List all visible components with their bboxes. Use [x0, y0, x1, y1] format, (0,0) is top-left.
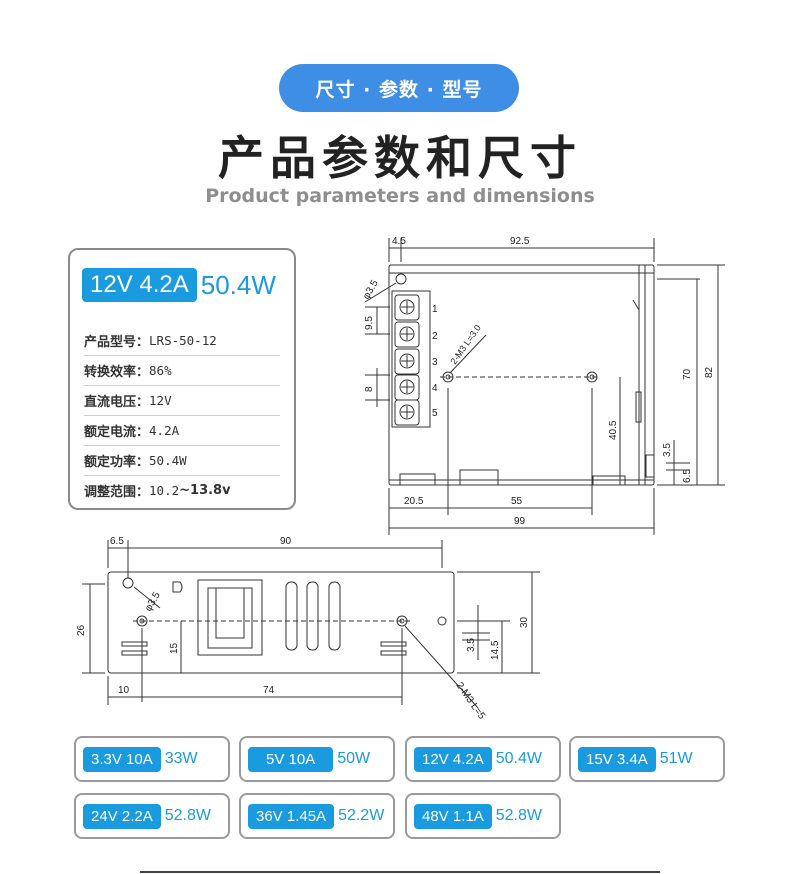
terminal-number: 2	[432, 331, 438, 342]
model-wattage: 52.8W	[164, 807, 211, 824]
dim-label: 90	[280, 536, 292, 547]
model-card: 36V 1.45A 52.2W	[239, 793, 395, 839]
dim-label: 14.5	[490, 640, 501, 660]
spec-value: 4.2A	[149, 423, 180, 438]
side-mount-hole	[437, 616, 447, 626]
model-wattage: 52.8W	[495, 807, 542, 824]
model-card: 3.3V 10A 33W	[74, 736, 230, 782]
spec-label: 产品型号：	[84, 335, 150, 350]
spec-row-efficiency: 转换效率： 86%	[84, 356, 280, 386]
dim-label: φ3.5	[143, 590, 163, 614]
dim-label: 2-M3 L=5	[454, 680, 488, 722]
model-badge: 12V 4.2A	[414, 746, 492, 772]
mount-hole	[395, 273, 407, 285]
model-wattage: 33W	[164, 750, 198, 767]
page-title: 产品参数和尺寸	[218, 131, 582, 185]
model-card: 15V 3.4A 51W	[569, 736, 725, 782]
model-wattage: 51W	[659, 750, 693, 767]
model-card: 48V 1.1A 52.8W	[405, 793, 561, 839]
model-badge: 24V 2.2A	[83, 803, 161, 829]
terminal-number: 5	[432, 408, 438, 419]
model-badge: 15V 3.4A	[578, 746, 656, 772]
dim-label: 40.5	[608, 420, 619, 440]
dim-label: 55	[511, 496, 523, 507]
spec-label: 转换效率：	[84, 365, 150, 380]
spec-value: 50.4W	[149, 453, 187, 468]
model-wattage: 50.4W	[495, 750, 542, 767]
dim-label: 3.5	[662, 443, 673, 457]
dim-label: 6.5	[682, 469, 693, 483]
model-wattage: 50W	[337, 750, 371, 767]
model-badge: 5V 10A	[248, 746, 334, 772]
dim-label: 20.5	[404, 496, 424, 507]
technical-drawing: 4.5 92.5 φ3.5 9.5 8 1 2 3 4 5 2-M3 L=3.0…	[76, 236, 725, 722]
dim-label: φ3.5	[361, 278, 381, 302]
spec-row-voltage: 直流电压： 12V	[84, 386, 280, 416]
spec-card: 12V 4.2A 50.4W 产品型号： LRS-50-12 转换效率： 86%…	[68, 248, 296, 510]
terminal-number: 1	[432, 304, 438, 315]
spec-row-power: 额定功率： 50.4W	[84, 446, 280, 476]
spec-value-highlight: ~13.8v	[179, 483, 231, 498]
dim-label: 74	[263, 685, 275, 696]
model-badge: 48V 1.1A	[414, 803, 492, 829]
dim-label: 3.5	[466, 638, 477, 652]
dim-label: 92.5	[510, 236, 530, 247]
model-wattage: 52.2W	[338, 807, 385, 824]
spec-badge: 12V 4.2A	[82, 268, 197, 302]
dim-label: 2-M3 L=3.0	[448, 323, 482, 366]
model-badge: 3.3V 10A	[83, 746, 161, 772]
section-pill: 尺寸 · 参数 · 型号	[279, 64, 519, 112]
side-mount-hole	[122, 577, 134, 589]
dim-label: 4.5	[392, 236, 406, 247]
terminal-block	[391, 290, 431, 428]
dim-label: 82	[704, 366, 715, 378]
dim-label: 6.5	[110, 536, 124, 547]
spec-value: 10.2	[149, 483, 180, 498]
spec-table: 产品型号： LRS-50-12 转换效率： 86% 直流电压： 12V 额定电流…	[84, 326, 280, 505]
dim-label: 8	[364, 386, 375, 392]
top-view-outline	[388, 264, 655, 486]
dim-label: 70	[682, 368, 693, 380]
dim-label: 99	[514, 516, 526, 527]
spec-row-adjust-range: 调整范围： 10.2 ~13.8v	[84, 476, 280, 505]
dim-label: 15	[169, 642, 180, 654]
dim-label: 10	[118, 685, 130, 696]
spec-row-model: 产品型号： LRS-50-12	[84, 326, 280, 356]
dim-label: 9.5	[364, 316, 375, 330]
model-card: 12V 4.2A 50.4W	[405, 736, 561, 782]
spec-label: 直流电压：	[84, 395, 150, 410]
dim-label: 30	[519, 616, 530, 628]
spec-wattage: 50.4W	[200, 269, 276, 300]
bottom-divider	[140, 871, 660, 873]
side-view-outline	[107, 571, 455, 674]
spec-row-current: 额定电流： 4.2A	[84, 416, 280, 446]
terminal-number: 4	[432, 383, 438, 394]
dim-label: 26	[76, 624, 87, 636]
spec-label: 额定功率：	[84, 455, 150, 470]
spec-label: 调整范围：	[84, 485, 150, 500]
spec-value: 86%	[149, 363, 172, 378]
terminal-number: 3	[432, 357, 438, 368]
spec-label: 额定电流：	[84, 425, 150, 440]
model-card: 5V 10A 50W	[239, 736, 395, 782]
model-card: 24V 2.2A 52.8W	[74, 793, 230, 839]
spec-value: LRS-50-12	[149, 333, 217, 348]
page-subtitle: Product parameters and dimensions	[205, 185, 595, 207]
spec-header: 12V 4.2A 50.4W	[82, 268, 276, 302]
spec-value: 12V	[149, 393, 172, 408]
model-badge: 36V 1.45A	[248, 803, 335, 829]
